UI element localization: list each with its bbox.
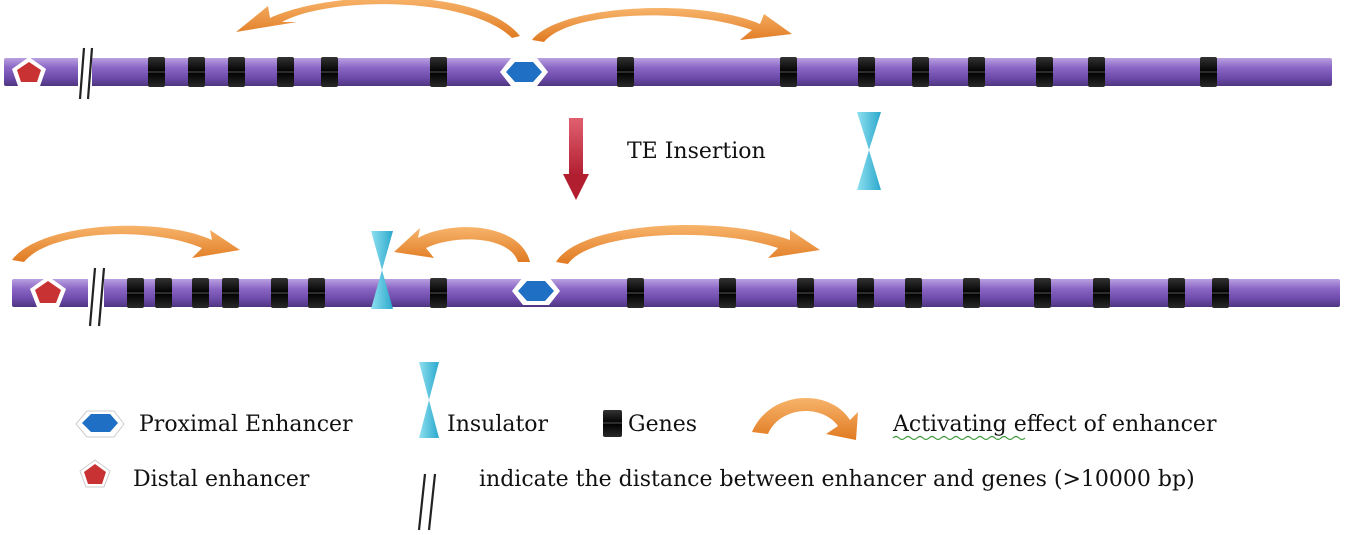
proximal-enhancer-icon [512, 277, 560, 305]
distal-enhancer-icon [79, 459, 111, 488]
legend-item-activating-effect: Activating effect of enhancer [752, 398, 1217, 441]
distal-enhancer-icon [30, 276, 66, 307]
proximal-enhancer-icon [500, 58, 548, 86]
te-insertion-label: TE Insertion [627, 139, 766, 164]
legend-label-insulator: Insulator [447, 412, 549, 437]
insulator-icon [419, 362, 439, 438]
gene [148, 57, 165, 87]
gene [1036, 57, 1053, 87]
gene [430, 57, 447, 87]
gene [858, 57, 875, 87]
distance-break-mark [78, 47, 94, 100]
legend-item-insulator: Insulator [419, 362, 549, 438]
effect-of-enhancer-words: effect of enhancer [1007, 412, 1217, 437]
gene [188, 57, 205, 87]
gene [627, 278, 644, 308]
spellcheck-underline [892, 435, 1026, 441]
activation-arrow-distal [12, 225, 240, 262]
gene [912, 57, 929, 87]
activating-word: Activating [892, 412, 1007, 437]
chromosome-before [4, 0, 1332, 100]
activation-arrow-icon [752, 398, 858, 440]
gene [963, 278, 980, 308]
gene [1200, 57, 1217, 87]
activation-arrow-blocked [394, 227, 530, 262]
legend-item-distal-enhancer: Distal enhancer [79, 459, 310, 492]
distance-break-icon [417, 473, 437, 531]
gene [968, 57, 985, 87]
distance-break-mark [88, 267, 106, 327]
gene [222, 278, 239, 308]
activation-arrow-right [532, 8, 792, 42]
gene [192, 278, 209, 308]
legend-item-proximal-enhancer: Proximal Enhancer [75, 410, 353, 438]
chromosome-bar [12, 279, 1340, 307]
gene [905, 278, 922, 308]
legend-item-genes: Genes [603, 410, 697, 437]
gene [797, 278, 814, 308]
gene [228, 57, 245, 87]
gene [1088, 57, 1105, 87]
gene [1093, 278, 1110, 308]
chromosome-after [12, 224, 1340, 327]
legend-item-distance-note: indicate the distance between enhancer a… [417, 467, 1195, 531]
legend-label-proximal-enhancer: Proximal Enhancer [139, 412, 353, 437]
gene [430, 278, 447, 308]
proximal-enhancer-icon [75, 410, 125, 438]
gene [1168, 278, 1185, 308]
genes-row-after [127, 278, 1229, 308]
gene [617, 57, 634, 87]
gene [155, 278, 172, 308]
gene [277, 57, 294, 87]
distal-enhancer-icon [12, 57, 46, 86]
gene [308, 278, 325, 308]
gene [321, 57, 338, 87]
legend-label-distal-enhancer: Distal enhancer [133, 467, 310, 492]
gene [1212, 278, 1229, 308]
legend: Proximal Enhancer Insulator Genes Activa… [75, 362, 1217, 531]
gene [1034, 278, 1051, 308]
insulator-icon [371, 231, 393, 309]
legend-label-distance-note: indicate the distance between enhancer a… [479, 467, 1195, 492]
genes-row-before [148, 57, 1217, 87]
gene [719, 278, 736, 308]
insulator-icon [857, 112, 881, 190]
gene [271, 278, 288, 308]
legend-label-genes: Genes [628, 412, 697, 437]
activation-arrow-left [236, 0, 520, 38]
gene [127, 278, 144, 308]
gene [780, 57, 797, 87]
te-insertion-step: TE Insertion [563, 112, 881, 200]
activation-arrow-right [556, 224, 820, 264]
insertion-arrow-icon [563, 118, 589, 200]
gene [857, 278, 874, 308]
legend-label-activating-effect: Activating effect of enhancer [892, 412, 1217, 437]
gene-icon [603, 410, 622, 437]
